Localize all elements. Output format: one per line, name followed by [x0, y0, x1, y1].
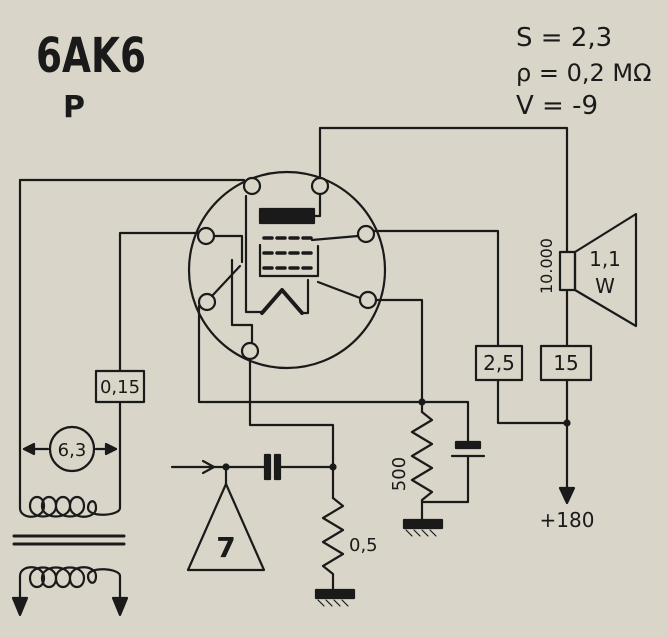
- coupling-capacitor-right: [273, 453, 282, 481]
- speaker-cone: [573, 212, 638, 328]
- heater-lead-diag: [210, 264, 242, 298]
- speaker-impedance-label: 10.000: [537, 238, 556, 294]
- grid-lead-right: [316, 280, 362, 300]
- junction-500: [418, 398, 426, 406]
- speaker-power-unit: W: [595, 274, 615, 298]
- supply-label: +180: [540, 508, 595, 532]
- resistor-015-box: [94, 369, 146, 404]
- wire-pin-resistor015: [118, 231, 200, 373]
- wire-anode-speaker: [318, 126, 569, 254]
- pin-right-lower: [358, 290, 378, 310]
- spec-v: V = -9: [516, 91, 598, 121]
- filament-voltage-label: 6,3: [58, 440, 87, 461]
- junction-supply: [563, 419, 571, 427]
- tube-type: P: [63, 90, 85, 125]
- resistor-25-label: 2,5: [483, 351, 515, 375]
- transformer-secondary: [18, 566, 122, 602]
- pin-bottom: [240, 341, 260, 361]
- cathode-element: [260, 288, 304, 315]
- resistor-15-label: 15: [553, 351, 578, 375]
- transformer-primary: [18, 495, 122, 518]
- bypass-capacitor-top: [454, 440, 482, 450]
- anode-lead: [312, 192, 322, 218]
- tube-envelope: [187, 170, 387, 370]
- cathode-frame-right: [300, 278, 310, 315]
- resistor-15-box: [539, 344, 593, 382]
- resistor-05: [321, 496, 345, 592]
- grid-resistor-label: 0,5: [349, 535, 378, 556]
- supply-arrow: [558, 486, 576, 505]
- spec-rho: ρ = 0,2 MΩ: [516, 59, 651, 87]
- heater-lead: [212, 234, 244, 264]
- ground-05: [314, 588, 356, 600]
- ground-500: [402, 518, 444, 530]
- speaker-power-label: 1,1: [589, 247, 621, 271]
- resistor-25-box: [474, 344, 524, 382]
- spec-s: S = 2,3: [516, 23, 612, 53]
- pin-left-lower: [197, 292, 217, 312]
- wire-leftpin-cap: [197, 304, 470, 444]
- wire-grid-down: [248, 357, 335, 500]
- pin-top-left: [242, 176, 262, 196]
- cathode-resistor-label: 500: [389, 457, 410, 491]
- heater-lead-lower: [230, 258, 254, 344]
- wire-resistor25-down: [496, 378, 569, 425]
- wire-heater-left: [18, 178, 246, 502]
- control-grid: [262, 251, 313, 270]
- resistor-015-label: 0,15: [100, 377, 140, 398]
- secondary-arrow-left: [11, 596, 29, 617]
- input-stage-label: 7: [216, 531, 235, 564]
- input-stage-triangle: [186, 482, 266, 572]
- pin-right-upper: [356, 224, 376, 244]
- filament-dim-arrow-right: [104, 442, 118, 456]
- cathode-frame: [244, 194, 264, 314]
- ground-hatch-05: [317, 599, 349, 607]
- screen-grid-lead: [310, 234, 360, 242]
- anode-plate: [258, 207, 316, 225]
- wire-screen-resistor: [372, 229, 500, 348]
- secondary-arrow-right: [111, 596, 129, 617]
- resistor-500: [410, 410, 434, 522]
- filament-dim-circle: [48, 425, 96, 473]
- pin-left-upper: [196, 226, 216, 246]
- speaker-coil: [558, 250, 577, 292]
- pin-top-right: [310, 176, 330, 196]
- tube-name: 6AK6: [36, 28, 146, 84]
- wire-cap-ground: [420, 454, 470, 504]
- filament-dim-arrow-left: [22, 442, 36, 456]
- input-arrow: [201, 459, 216, 475]
- grid-bracket: [258, 243, 320, 278]
- wire-cathode-500: [374, 298, 424, 414]
- ground-hatch-500: [405, 529, 437, 537]
